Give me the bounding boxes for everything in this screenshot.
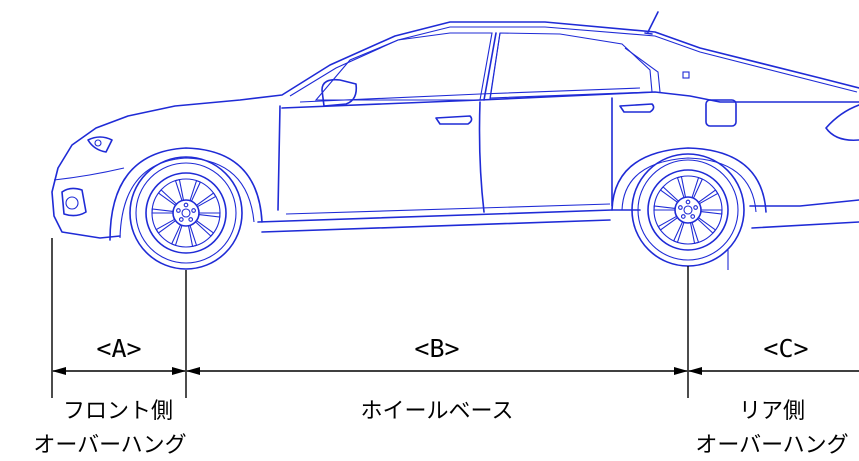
lug-nut	[685, 199, 691, 205]
wheel-spoke	[196, 192, 217, 208]
lug-nut	[690, 214, 696, 219]
dimension-b-label: <B>	[414, 334, 459, 363]
wheel-spoke	[157, 189, 177, 206]
wheel-spoke	[195, 220, 215, 237]
rear-overhang-label-line1: リア側	[739, 399, 805, 424]
car-outline	[51, 11, 859, 270]
rear-wheel	[631, 153, 745, 267]
wheel-spoke	[691, 176, 704, 199]
dimension-c-label: <C>	[763, 334, 808, 363]
wheel-spoke	[170, 224, 183, 247]
lug-nut	[678, 205, 683, 210]
lug-nut	[183, 202, 189, 208]
dimension-a-label: <A>	[96, 334, 141, 363]
wheel-spoke	[189, 179, 202, 202]
wheel-spoke	[187, 225, 198, 248]
front-overhang-label-line1: フロント側	[63, 399, 173, 424]
wheel-spoke	[659, 186, 679, 203]
lug-nut	[178, 217, 184, 222]
lug-nut	[176, 208, 181, 213]
front-wheel	[129, 156, 243, 270]
rear-overhang-label-line2: オーバーハング	[695, 433, 848, 458]
wheel-spoke	[676, 175, 687, 198]
front-overhang-label-line2: オーバーハング	[33, 433, 186, 458]
wheel-spoke	[697, 217, 717, 234]
wheel-spoke	[174, 178, 185, 201]
dimension-lines	[51, 238, 859, 398]
wheel-spoke	[672, 221, 685, 244]
lug-nut	[191, 208, 196, 213]
wheel-spoke	[155, 218, 176, 234]
wheel-spoke	[657, 215, 678, 231]
wheel-spoke	[151, 208, 174, 214]
wheel-spoke	[700, 209, 723, 215]
wheel-spoke	[198, 212, 221, 218]
wheel-spoke	[653, 205, 676, 211]
lug-nut	[188, 217, 194, 222]
wheelbase-label: ホイールベース	[361, 399, 514, 424]
wheel-spoke	[689, 222, 700, 245]
wheel-spoke	[698, 189, 719, 205]
lug-nut	[693, 205, 698, 210]
lug-nut	[680, 214, 686, 219]
